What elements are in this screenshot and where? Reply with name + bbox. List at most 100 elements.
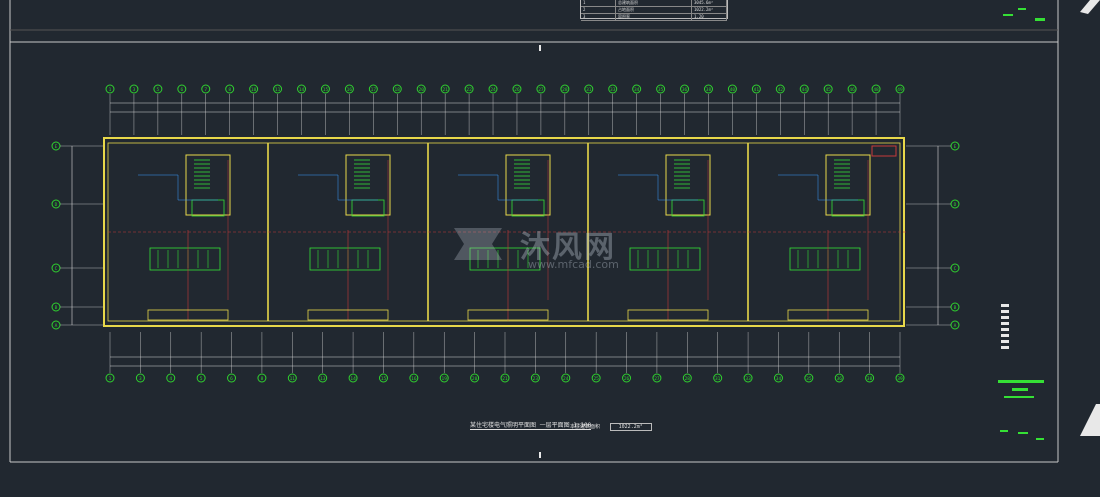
elevator-box: [671, 199, 705, 217]
grid-bubble-top: [320, 84, 330, 94]
grid-bubble-top: [680, 84, 690, 94]
area-label: 本层建筑面积: [570, 424, 601, 430]
grid-bubble-bottom: [318, 373, 328, 383]
grid-bubble-bottom: [561, 373, 571, 383]
grid-bubble-top-label: 34: [634, 87, 640, 93]
grid-bubble-bottom: [409, 373, 419, 383]
grid-bubble-bottom: [682, 373, 692, 383]
table-cell: 1.20: [692, 14, 727, 20]
grid-bubble-top-label: 38: [706, 87, 712, 93]
title-block-bar: [1012, 388, 1028, 391]
grid-bubble-bottom-label: 23: [533, 376, 539, 382]
grid-bubble-bottom-label: 11: [290, 376, 296, 382]
grid-bubble-top: [727, 84, 737, 94]
stair-core: [185, 154, 231, 216]
table-cell: 总建筑面积: [616, 0, 692, 6]
grid-bubble-bottom-label: 19: [442, 376, 448, 382]
legend-mark: [1001, 346, 1009, 349]
title-block-bar: [1018, 8, 1026, 10]
grid-bubble-bottom: [378, 373, 388, 383]
grid-bubble-bottom: [591, 373, 601, 383]
grid-bubble-top-label: 10: [251, 87, 257, 93]
grid-bubble-bottom: [348, 373, 358, 383]
grid-bubble-top-label: 31: [586, 87, 592, 93]
grid-bubble-left-label: B: [55, 305, 58, 311]
wiring-run: [138, 174, 218, 201]
grid-bubble-bottom-label: 21: [502, 376, 508, 382]
title-block-bar: [1036, 438, 1044, 440]
wiring-run: [298, 174, 378, 201]
title-block-bar: [1000, 430, 1008, 432]
stair-core: [665, 154, 711, 216]
grid-bubble-top-label: 20: [419, 87, 425, 93]
grid-bubble-bottom: [773, 373, 783, 383]
stair-core: [825, 154, 871, 216]
table-cell: 3: [581, 14, 616, 20]
grid-bubble-top: [105, 84, 115, 94]
plan-title-text: 某住宅楼电气照明平面图 一层平面图 1:100: [470, 422, 592, 430]
sheet-frame: [9, 0, 1059, 463]
grid-bubble-top-label: 42: [778, 87, 784, 93]
grid-bubble-bottom-label: 8: [261, 376, 264, 382]
grid-bubble-bottom-label: 38: [867, 376, 873, 382]
grid-bubble-top: [392, 84, 402, 94]
legend-mark: [1001, 340, 1009, 343]
grid-bubble-top-label: 41: [754, 87, 760, 93]
sheet-corner-mark: [1080, 0, 1100, 14]
grid-bubble-bottom: [622, 373, 632, 383]
grid-bubble-top: [344, 84, 354, 94]
grid-bubble-bottom: [166, 373, 176, 383]
grid-bubble-bottom-label: 25: [593, 376, 599, 382]
grid-bubble-bottom-label: 16: [411, 376, 417, 382]
table-cell: 1: [581, 0, 616, 6]
legend-mark: [1001, 322, 1009, 325]
grid-bubble-bottom-label: 31: [715, 376, 721, 382]
grid-bubble-bottom-label: 33: [745, 376, 751, 382]
legend-mark: [1001, 328, 1009, 331]
title-block-bar: [1018, 432, 1028, 434]
grid-bubble-bottom: [834, 373, 844, 383]
grid-bubble-bottom: [865, 373, 875, 383]
grid-bubble-bottom-label: 3: [139, 376, 142, 382]
elevator-box: [831, 199, 865, 217]
grid-bubble-bottom-label: 4: [169, 376, 172, 382]
wiring-run: [778, 174, 858, 201]
stair-core: [505, 154, 551, 216]
center-mark: [539, 45, 541, 51]
grid-bubble-top-label: 27: [538, 87, 544, 93]
grid-bubble-top: [416, 84, 426, 94]
elevator-box: [511, 199, 545, 217]
grid-bubble-bottom: [287, 373, 297, 383]
grid-bubble-top: [464, 84, 474, 94]
grid-bubble-top: [823, 84, 833, 94]
table-cell: 占地面积: [616, 7, 692, 13]
grid-bubble-bottom: [135, 373, 145, 383]
grid-bubble-top-label: 15: [323, 87, 329, 93]
area-value: 1022.2m²: [609, 423, 652, 431]
table-cell: 3045.6m²: [692, 0, 727, 6]
grid-bubble-top-label: 40: [730, 87, 736, 93]
grid-bubble-top: [656, 84, 666, 94]
grid-bubble-top-label: 36: [682, 87, 688, 93]
wiring-run: [458, 174, 538, 201]
grid-bubble-right-label: D: [954, 202, 957, 208]
grid-bubble-bottom: [652, 373, 662, 383]
grid-bubble-top-label: 48: [873, 87, 879, 93]
service-block: [629, 247, 701, 271]
plan-title: 某住宅楼电气照明平面图 一层平面图 1:100: [470, 412, 592, 431]
grid-bubble-top: [775, 84, 785, 94]
legend-mark: [1001, 316, 1009, 319]
grid-bubble-left-label: A: [55, 323, 58, 329]
service-block: [469, 247, 541, 271]
grid-bubble-bottom: [804, 373, 814, 383]
grid-bubble-top: [703, 84, 713, 94]
grid-bubble-top: [488, 84, 498, 94]
grid-bubble-bottom: [713, 373, 723, 383]
grid-bubble-bottom: [500, 373, 510, 383]
grid-bubble-top-label: 18: [395, 87, 401, 93]
